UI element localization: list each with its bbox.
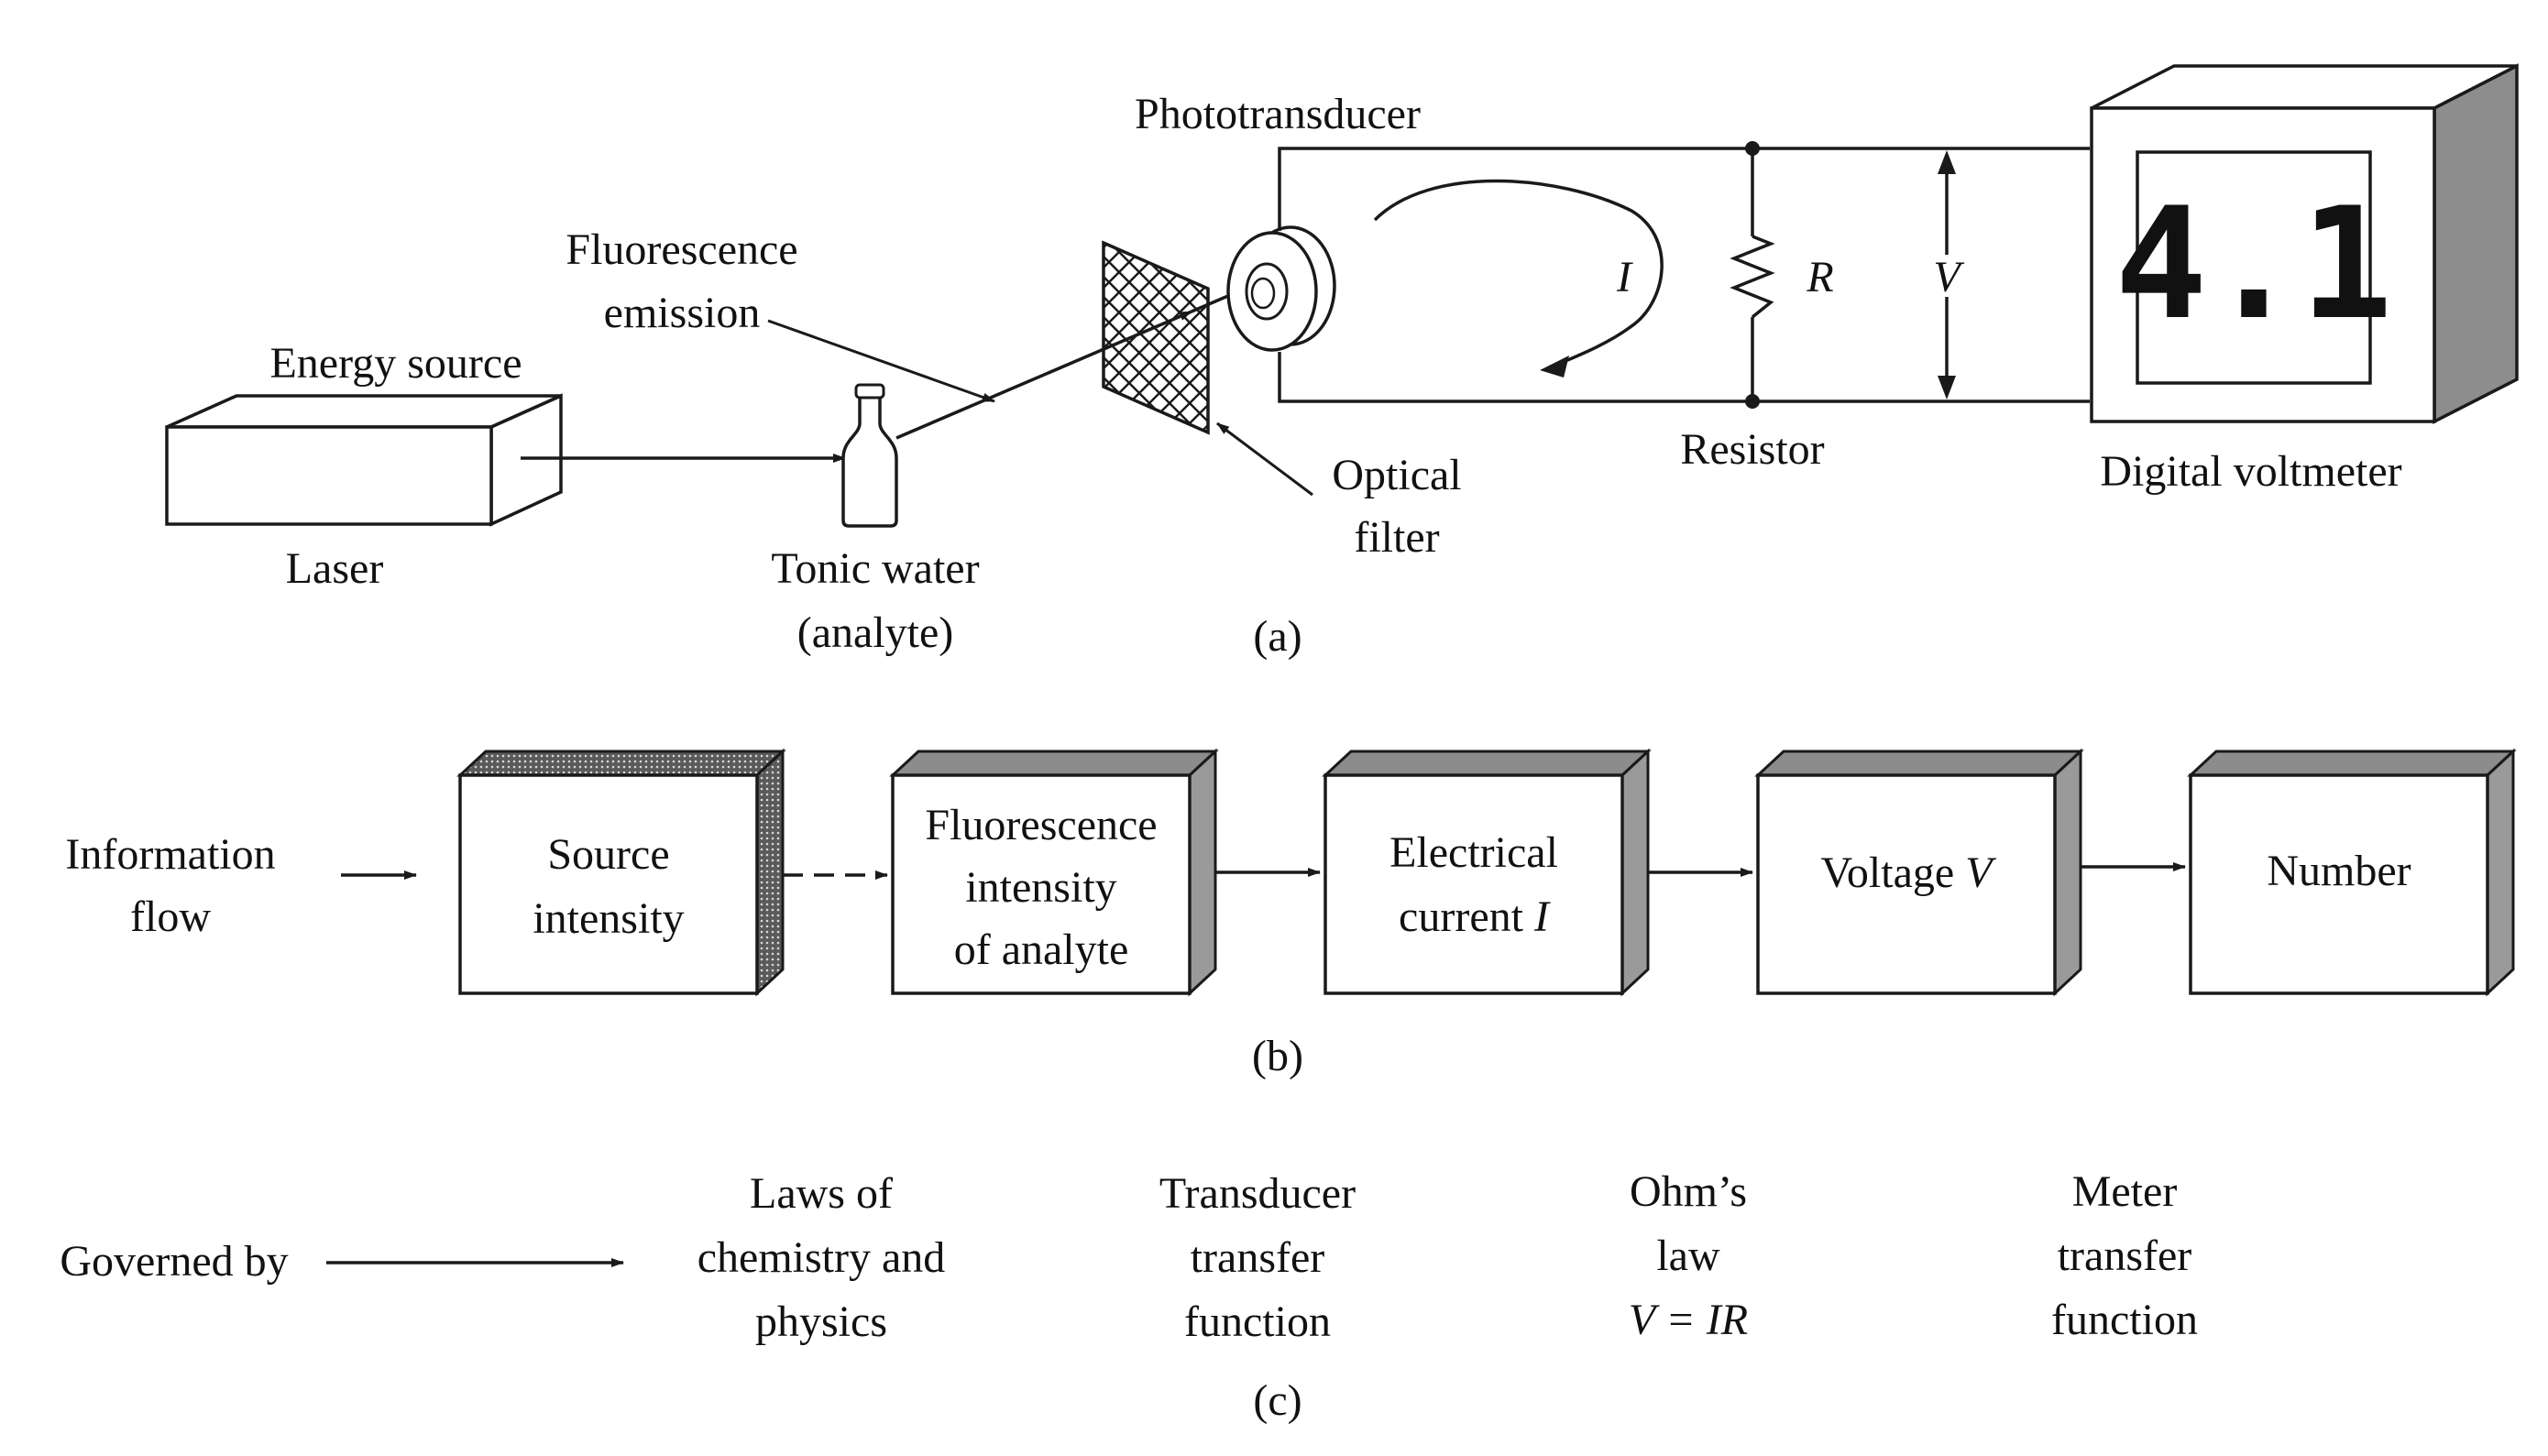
optical-label: Optical [1332, 451, 1461, 499]
resistor-label: Resistor [1680, 425, 1824, 474]
block-label: current [1399, 892, 1534, 941]
phototransducer [1226, 225, 1336, 352]
phototransducer-label: Phototransducer [1135, 90, 1421, 138]
current-symbol: I [1533, 892, 1551, 941]
part-b-information-flow: Information flow Source intensity Fluore… [65, 748, 2517, 1080]
voltage-arrow-top [1938, 150, 1956, 174]
tonic-water-label: Tonic water [771, 544, 979, 593]
law-text: law [1656, 1232, 1720, 1280]
law-text: physics [755, 1297, 887, 1346]
block-label: Voltage [1820, 848, 1965, 897]
flow-block-number [2187, 748, 2517, 997]
laser-box [165, 393, 563, 527]
digital-voltmeter-label: Digital voltmeter [2100, 447, 2401, 496]
emission-label: emission [604, 289, 761, 337]
caption-c: (c) [1253, 1376, 1301, 1425]
resistor-symbol: R [1806, 253, 1833, 301]
block-label: of analyte [954, 925, 1129, 974]
current-arrowhead [1540, 356, 1569, 378]
law-text: transfer [2058, 1232, 2192, 1280]
law-text: Meter [2072, 1167, 2178, 1216]
fluorescence-label: Fluorescence [566, 225, 797, 274]
information-label: Information [65, 830, 275, 879]
analyte-label: (analyte) [797, 608, 954, 657]
law-text: chemistry and [697, 1233, 946, 1282]
caption-b: (b) [1252, 1032, 1303, 1080]
fluorescence-pointer [767, 319, 995, 403]
law-text: Transducer [1159, 1169, 1356, 1218]
voltage-symbol: V [1965, 848, 1996, 897]
block-label: intensity [533, 894, 684, 943]
block-label: Number [2267, 847, 2411, 895]
optical-filter [1102, 240, 1210, 435]
block-label-current: current I [1399, 892, 1551, 941]
voltage-label-mask [1923, 255, 1971, 297]
flow-label: flow [130, 892, 211, 941]
laser-label: Laser [286, 544, 384, 593]
voltage-arrow-bottom [1938, 376, 1956, 400]
current-symbol: I [1616, 253, 1633, 301]
law-text: function [2051, 1296, 2198, 1344]
law-text: function [1184, 1297, 1331, 1346]
tonic-water-bottle [841, 383, 898, 528]
circuit-wires [1278, 141, 2090, 409]
law-text: transfer [1191, 1233, 1325, 1282]
caption-a: (a) [1253, 612, 1301, 661]
part-a-apparatus: Energy source Laser Tonic water (analyte… [165, 63, 2519, 661]
digital-voltmeter [2090, 63, 2519, 424]
law-text: Ohm’s [1630, 1167, 1747, 1216]
block-label-voltage: Voltage V [1820, 848, 1996, 897]
part-c-governing-laws: Governed by Laws of chemistry and physic… [60, 1167, 2198, 1425]
law-text: Laws of [750, 1169, 893, 1218]
current-arc [1373, 179, 1664, 372]
flow-block-electrical-current [1322, 748, 1652, 997]
flow-block-fluorescence-intensity [889, 748, 1219, 997]
block-label: Source [547, 830, 669, 879]
ohms-law-equation: V = IR [1629, 1296, 1748, 1344]
meter-reading: 4.1 [2114, 174, 2392, 354]
block-label: Electrical [1389, 828, 1558, 877]
filter-label: filter [1354, 513, 1439, 562]
block-label: Fluorescence [925, 801, 1157, 849]
optical-filter-pointer [1216, 421, 1313, 497]
governed-by-label: Governed by [60, 1237, 288, 1286]
block-label: intensity [965, 863, 1116, 912]
flow-block-source-intensity [456, 748, 786, 997]
flow-block-voltage [1754, 748, 2084, 997]
energy-source-label: Energy source [269, 339, 522, 388]
voltage-symbol: V [1933, 253, 1964, 301]
